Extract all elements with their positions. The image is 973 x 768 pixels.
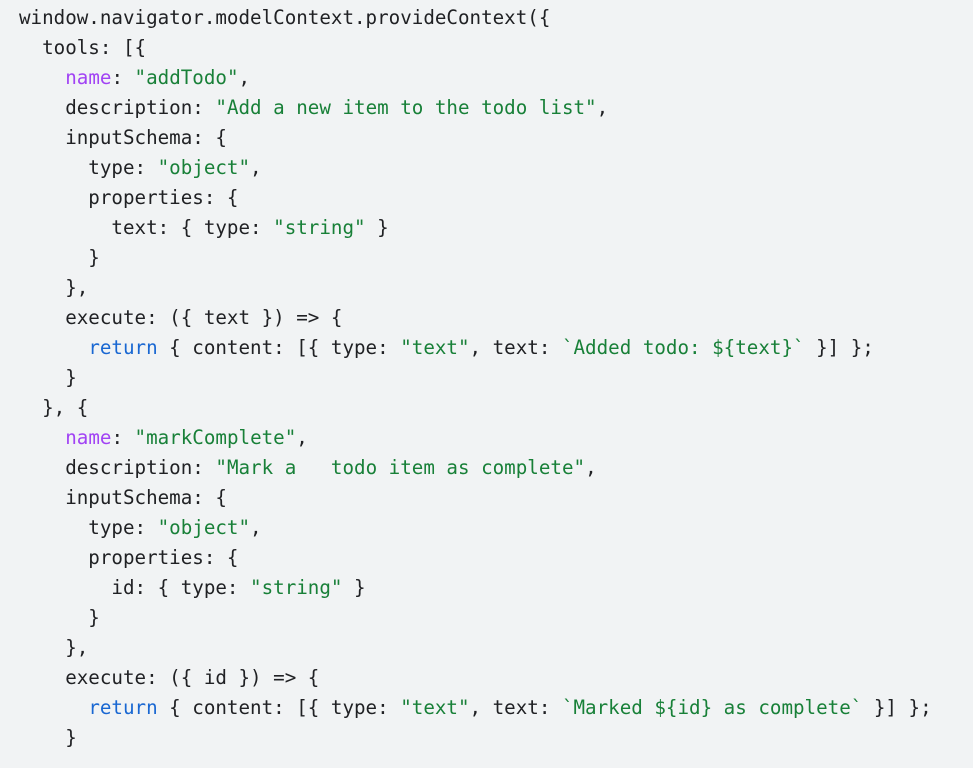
code-text: type:: [19, 516, 158, 539]
code-text: { content: [{ type:: [157, 696, 401, 719]
code-line: execute: ({ id }) => {: [19, 663, 973, 693]
code-line: }: [19, 603, 973, 633]
code-line: }, {: [19, 393, 973, 423]
code-text: ,: [585, 456, 597, 479]
code-line: inputSchema: {: [19, 123, 973, 153]
code-text: inputSchema: {: [19, 126, 227, 149]
string-literal: "Add a new item to the todo list": [215, 96, 597, 119]
string-literal: `Marked ${id} as complete`: [561, 696, 863, 719]
code-text: id: { type:: [19, 576, 251, 599]
code-text: [19, 696, 88, 719]
code-text: }: [19, 726, 77, 749]
code-line: tools: [{: [19, 33, 973, 63]
code-line: },: [19, 273, 973, 303]
string-literal: `Added todo: ${text}`: [561, 336, 805, 359]
string-literal: "object": [157, 156, 251, 179]
code-line: }: [19, 723, 973, 753]
code-text: }] };: [804, 336, 874, 359]
code-text: }, {: [19, 396, 89, 419]
code-text: }: [19, 606, 100, 629]
code-text: properties: {: [19, 186, 239, 209]
code-line: return { content: [{ type: "text", text:…: [19, 693, 973, 723]
code-line: return { content: [{ type: "text", text:…: [19, 333, 973, 363]
string-literal: "text": [400, 336, 470, 359]
property-name: name: [65, 66, 112, 89]
code-text: { content: [{ type:: [157, 336, 401, 359]
code-text: window.navigator.modelContext.provideCon…: [19, 6, 551, 29]
code-text: [19, 426, 65, 449]
code-text: }: [19, 366, 77, 389]
code-line: inputSchema: {: [19, 483, 973, 513]
code-text: properties: {: [19, 546, 239, 569]
code-line: properties: {: [19, 183, 973, 213]
code-text: ,: [596, 96, 609, 119]
property-name: name: [65, 426, 112, 449]
code-text: , text:: [469, 696, 562, 719]
code-text: :: [111, 426, 135, 449]
code-line: text: { type: "string" }: [19, 213, 973, 243]
code-line: }: [19, 243, 973, 273]
code-line: name: "addTodo",: [19, 63, 973, 93]
string-literal: "Mark a todo item as complete": [215, 456, 586, 479]
code-text: }] };: [862, 696, 932, 719]
keyword: return: [88, 696, 158, 719]
string-literal: "markComplete": [134, 426, 297, 449]
code-line: description: "Add a new item to the todo…: [19, 93, 973, 123]
code-line: properties: {: [19, 543, 973, 573]
code-text: execute: ({ id }) => {: [19, 666, 320, 689]
code-text: [19, 66, 65, 89]
code-line: execute: ({ text }) => {: [19, 303, 973, 333]
code-text: ,: [238, 66, 251, 89]
code-text: :: [111, 66, 135, 89]
code-line: window.navigator.modelContext.provideCon…: [19, 3, 973, 33]
code-text: description:: [19, 96, 216, 119]
code-text: ,: [296, 426, 308, 449]
code-line: description: "Mark a todo item as comple…: [19, 453, 973, 483]
code-line: type: "object",: [19, 513, 973, 543]
code-line: }: [19, 363, 973, 393]
code-line: id: { type: "string" }: [19, 573, 973, 603]
code-text: ,: [250, 516, 262, 539]
code-line: type: "object",: [19, 153, 973, 183]
code-text: execute: ({ text }) => {: [19, 306, 343, 329]
code-text: description:: [19, 456, 216, 479]
string-literal: "string": [250, 576, 343, 599]
code-text: [19, 336, 88, 359]
keyword: return: [88, 336, 158, 359]
string-literal: "object": [157, 516, 251, 539]
code-line: },: [19, 633, 973, 663]
code-text: },: [19, 636, 89, 659]
code-text: text: { type:: [19, 216, 274, 239]
code-text: inputSchema: {: [19, 486, 227, 509]
code-text: }: [342, 576, 366, 599]
code-text: },: [19, 276, 89, 299]
string-literal: "string": [273, 216, 366, 239]
code-text: ,: [250, 156, 262, 179]
code-text: tools: [{: [19, 36, 147, 59]
string-literal: "addTodo": [134, 66, 239, 89]
string-literal: "text": [400, 696, 470, 719]
code-text: }: [365, 216, 389, 239]
code-text: }: [19, 246, 100, 269]
code-text: type:: [19, 156, 158, 179]
code-text: , text:: [469, 336, 562, 359]
code-line: name: "markComplete",: [19, 423, 973, 453]
